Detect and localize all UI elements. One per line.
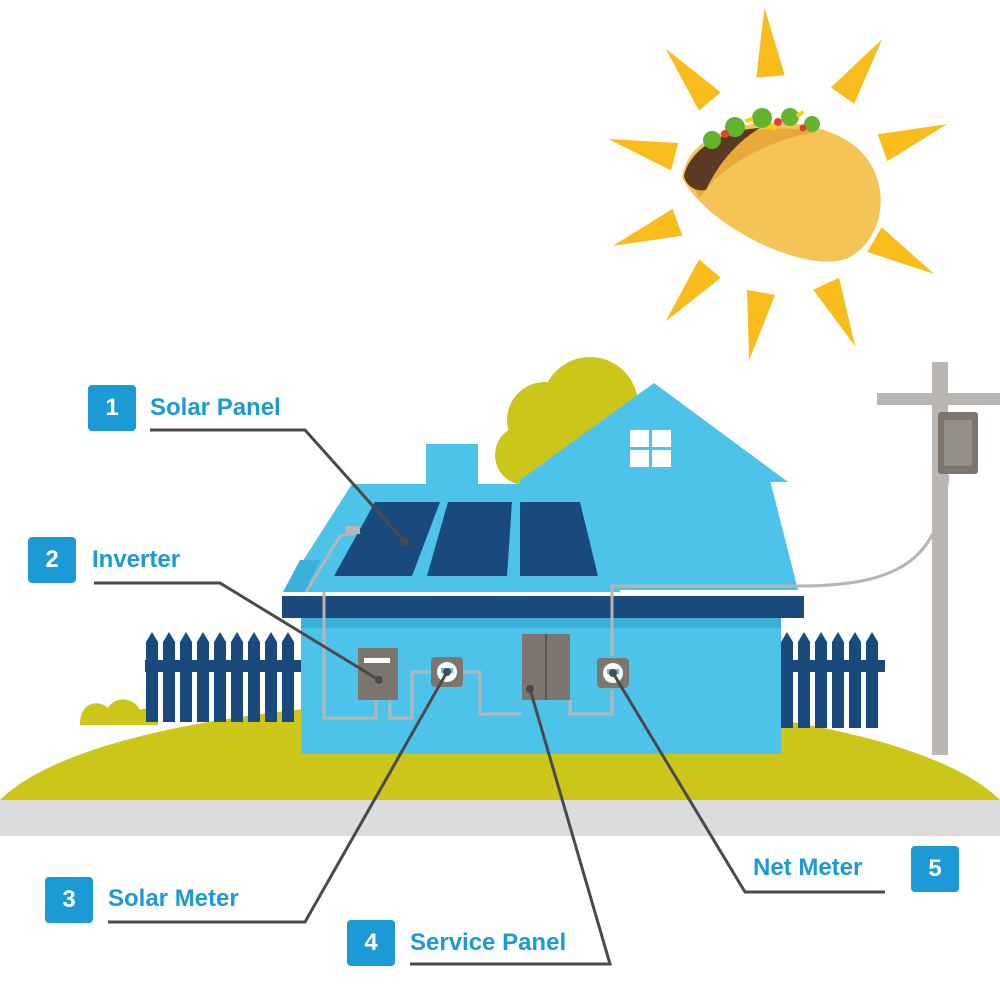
fence-picket [163, 632, 175, 722]
sun-ray [665, 259, 721, 322]
wiring [322, 474, 950, 720]
sun-ray [608, 138, 679, 171]
fence-picket [798, 632, 810, 728]
callout-3-number: 3 [45, 877, 93, 923]
roof-band [282, 596, 804, 618]
fence-icon [145, 632, 885, 728]
sun-ray [756, 7, 785, 78]
left-bush [80, 699, 159, 725]
roof-junction [346, 526, 360, 534]
leader-solar-meter [108, 671, 449, 924]
fence-right-pickets [781, 632, 878, 728]
solar-panel-2 [427, 502, 512, 576]
fence-picket [248, 632, 260, 722]
fence-picket [282, 632, 294, 722]
fence-picket [231, 632, 243, 722]
attic-window [630, 430, 671, 467]
sun-ray [830, 39, 883, 104]
chimney [426, 444, 478, 484]
taco-cheese [744, 110, 805, 131]
fence-picket [214, 632, 226, 722]
solar-panel-1 [334, 502, 440, 576]
roof-edge [283, 560, 320, 592]
sun-ray [813, 277, 856, 347]
sun-ray [612, 208, 683, 246]
callout-1-number: 1 [88, 385, 136, 431]
fence-picket [781, 632, 793, 728]
solar-panels [334, 502, 598, 576]
leader-inverter [94, 581, 380, 682]
fence-picket [265, 632, 277, 722]
sun-rays [608, 7, 948, 361]
callout-2-label: Inverter [92, 546, 181, 573]
sun-ray [747, 289, 776, 361]
leader-service-panel [410, 688, 612, 966]
callout-4-label: Service Panel [410, 929, 567, 956]
leader-endpoints [375, 538, 617, 693]
callout-1-label: Solar Panel [150, 394, 281, 421]
taco-tomato [721, 118, 807, 138]
solar-panel-3 [520, 502, 598, 576]
callout-4-number: 4 [347, 920, 395, 966]
leader-solar-panel [150, 428, 407, 543]
fence-picket [866, 632, 878, 728]
sun-ray [877, 124, 948, 162]
house-body-shade [301, 618, 781, 628]
taco-lettuce [703, 108, 820, 149]
callout-5-label: Net Meter [753, 854, 863, 881]
fence-picket [849, 632, 861, 728]
fence-picket [815, 632, 827, 728]
taco-meat [684, 128, 760, 191]
taco-sun-icon [608, 7, 948, 361]
inverter-box [358, 648, 398, 700]
sun-ray [867, 227, 935, 274]
fence-left-pickets [146, 632, 294, 722]
leader-net-meter [611, 672, 885, 894]
sidewalk [0, 800, 1000, 836]
fence-picket [180, 632, 192, 722]
callout-3-label: Solar Meter [108, 885, 239, 912]
utility-pole-icon [877, 362, 1000, 755]
sun-ray [665, 48, 721, 111]
callout-5-number: 5 [911, 846, 959, 892]
fence-picket [197, 632, 209, 722]
leader-lines [94, 428, 885, 966]
fence-picket [146, 632, 158, 722]
callout-2-number: 2 [28, 537, 76, 583]
fence-picket [832, 632, 844, 728]
